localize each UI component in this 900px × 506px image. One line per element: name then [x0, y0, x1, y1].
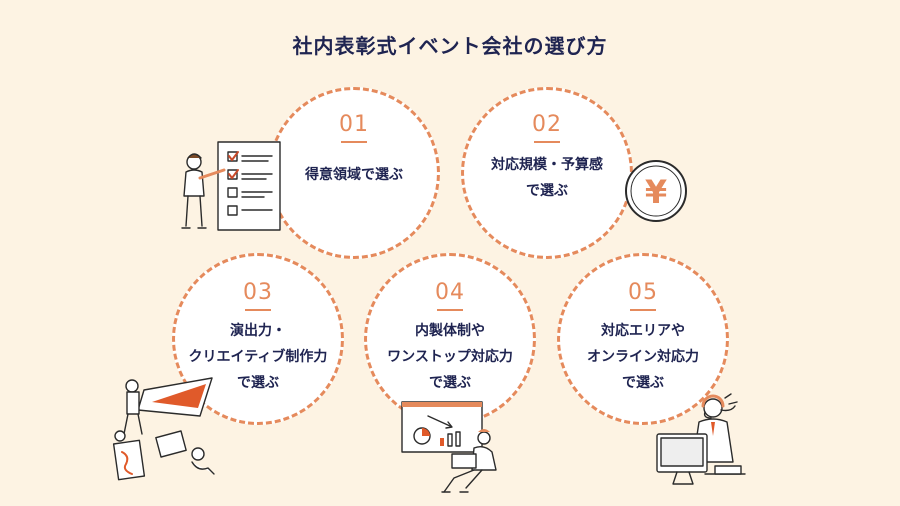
criterion-label-line: で選ぶ: [526, 183, 568, 199]
criterion-label-line: 演出力・: [230, 323, 286, 339]
operator-headset-illustration: [656, 393, 746, 485]
checklist-person-illustration: [181, 141, 281, 231]
criterion-label-line: 対応規模・予算感: [491, 157, 603, 173]
criterion-label: 対応規模・予算感 で選ぶ: [470, 152, 624, 204]
criterion-number: 01: [271, 112, 437, 143]
criterion-label-line: で選ぶ: [622, 375, 664, 391]
criterion-number: 02: [464, 112, 630, 143]
criterion-label-line: で選ぶ: [237, 375, 279, 391]
criterion-circle-01: 01 得意領域で選ぶ: [268, 87, 440, 259]
criterion-label-line: で選ぶ: [429, 375, 471, 391]
presentation-laptop-illustration: [401, 401, 497, 493]
criterion-circle-02: 02 対応規模・予算感 で選ぶ: [461, 87, 633, 259]
creative-team-illustration: [112, 377, 215, 481]
criterion-label-line: オンライン対応力: [587, 349, 699, 365]
criterion-label-line: ワンストップ対応力: [387, 349, 513, 365]
yen-icon: ¥: [645, 173, 667, 211]
criterion-number: 03: [175, 280, 341, 311]
criterion-number: 05: [560, 280, 726, 311]
criterion-label-line: 対応エリアや: [601, 323, 685, 339]
criterion-number: 04: [367, 280, 533, 311]
criterion-label-line: クリエイティブ制作力: [188, 349, 328, 365]
criterion-label: 内製体制や ワンストップ対応力 で選ぶ: [373, 318, 527, 396]
criterion-circle-05: 05 対応エリアや オンライン対応力 で選ぶ: [557, 253, 729, 425]
yen-coin-illustration: ¥: [625, 160, 687, 222]
criterion-label-line: 得意領域で選ぶ: [305, 167, 403, 183]
page-title: 社内表彰式イベント会社の選び方: [292, 34, 608, 58]
criterion-label: 演出力・ クリエイティブ制作力 で選ぶ: [181, 318, 335, 396]
criterion-label-line: 内製体制や: [415, 323, 485, 339]
criterion-label: 対応エリアや オンライン対応力 で選ぶ: [566, 318, 720, 396]
criterion-label: 得意領域で選ぶ: [277, 162, 431, 188]
